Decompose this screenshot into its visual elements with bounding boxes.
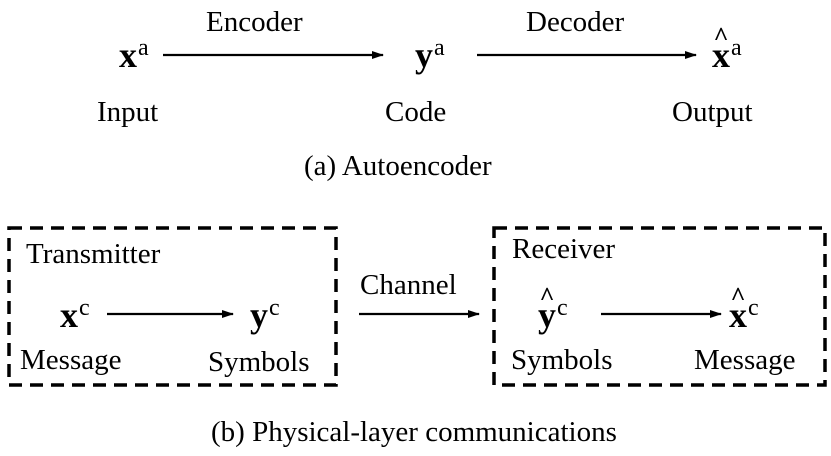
- receiver-symbols-variable: yc: [538, 296, 568, 333]
- receiver-symbols-label: Symbols: [511, 344, 613, 376]
- transmitter-box: [7, 226, 338, 387]
- receiver-message-label: Message: [694, 344, 796, 376]
- encoder-label: Encoder: [206, 6, 303, 38]
- code-label: Code: [385, 96, 447, 128]
- transmitter-message-label: Message: [20, 344, 122, 376]
- transmitter-symbols-label: Symbols: [208, 346, 310, 378]
- code-variable: ya: [415, 35, 445, 75]
- channel-label: Channel: [360, 269, 457, 301]
- input-variable: xa: [119, 35, 149, 75]
- output-variable: xa: [712, 36, 742, 73]
- decoder-label: Decoder: [526, 6, 625, 38]
- autoencoder-caption: (a) Autoencoder: [304, 150, 492, 182]
- input-label: Input: [97, 96, 159, 128]
- transmitter-title: Transmitter: [26, 238, 161, 270]
- communications-caption: (b) Physical-layer communications: [211, 416, 617, 448]
- transmitter-symbols-variable: yc: [250, 295, 280, 335]
- output-label: Output: [672, 96, 753, 128]
- transmitter-message-variable: xc: [60, 295, 90, 335]
- receiver-title: Receiver: [512, 233, 616, 265]
- receiver-message-variable: xc: [729, 296, 759, 333]
- receiver-box: [492, 226, 827, 387]
